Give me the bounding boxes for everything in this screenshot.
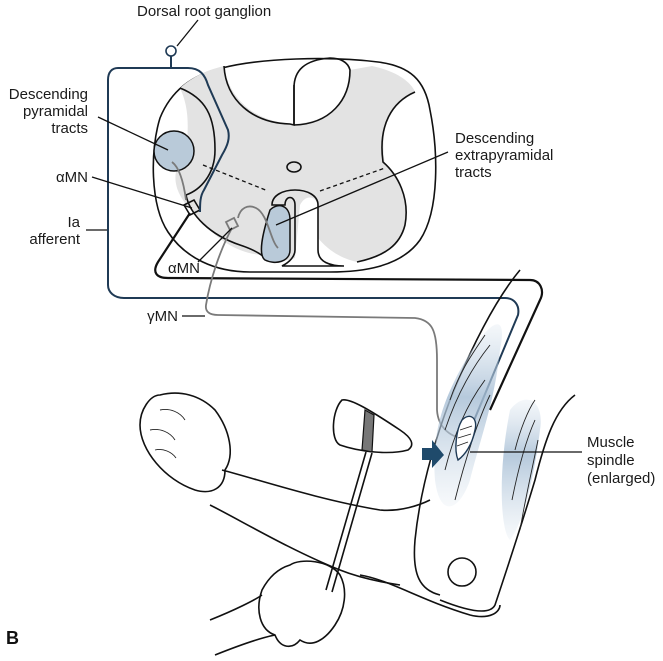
reflex-hammer-head [332, 399, 413, 454]
forearm-bottom [209, 504, 401, 586]
leader-drg [176, 19, 199, 47]
ventral-horn-left [185, 194, 266, 259]
biceps-muscle [434, 324, 502, 507]
hammer-band [361, 409, 375, 453]
lateral-column-right [356, 91, 416, 263]
ia-afferent-pathway [107, 45, 520, 431]
label-muscle-spindle-2: spindle [587, 452, 635, 469]
label-descending-pyramidal-3: tracts [51, 120, 88, 137]
dashed-boundary-left [202, 164, 269, 192]
lateral-column-left [179, 87, 216, 196]
reflex-hammer-handle [325, 451, 373, 593]
label-muscle-spindle-3: (enlarged) [587, 470, 655, 487]
extrapyramidal-tract [260, 204, 291, 263]
examiner-hand [258, 560, 346, 648]
patient-fist [139, 392, 231, 493]
leader-lines [86, 19, 582, 453]
elbow-joint [447, 557, 477, 587]
label-descending-pyramidal-2: pyramidal [23, 103, 88, 120]
examiner-wrist [209, 594, 276, 656]
ventral-median-fissure [271, 189, 345, 267]
pyramidal-fiber [171, 161, 187, 201]
forearm-top [221, 469, 431, 512]
extrapyramidal-fiber [237, 205, 279, 249]
spindle-striations [456, 425, 473, 447]
label-descending-extrapyramidal-3: tracts [455, 164, 492, 181]
alpha-motor-neuron-medial [224, 216, 240, 232]
muscle-spindle [455, 415, 477, 462]
dorsal-root-ganglion-icon [165, 45, 177, 57]
label-descending-pyramidal-1: Descending [9, 86, 88, 103]
label-gamma-mn: γMN [147, 308, 178, 325]
pyramidal-tract [153, 130, 195, 172]
finger-creases [149, 409, 186, 459]
leader-alpha-mn-upper [91, 176, 193, 209]
upper-arm-back [439, 394, 576, 612]
gray-matter [175, 66, 415, 262]
alpha-motor-efferent [154, 212, 544, 411]
leader-pyramidal [97, 116, 169, 151]
panel-label: B [6, 628, 19, 648]
dorsal-column-left [223, 57, 351, 127]
leader-extrapyramidal [275, 151, 449, 226]
label-muscle-spindle-1: Muscle [587, 434, 635, 451]
spinal-cord-section [152, 57, 437, 273]
leader-alpha-mn-lower [197, 227, 233, 263]
tap-arrow-icon [422, 440, 444, 468]
label-ia-afferent-2: afferent [29, 231, 80, 248]
triceps-muscle [501, 399, 541, 540]
label-ia-afferent-1: Ia [67, 214, 80, 231]
ia-afferent-central [118, 67, 230, 213]
ia-afferent-peripheral [107, 67, 520, 431]
label-alpha-mn-lower: αMN [168, 260, 200, 277]
label-alpha-mn-upper: αMN [56, 169, 88, 186]
label-descending-extrapyramidal-2: extrapyramidal [455, 147, 553, 164]
arm-illustration [139, 269, 576, 656]
dashed-boundary-right [319, 167, 386, 192]
spinal-cord-outline [152, 57, 437, 273]
gamma-motor-efferent [205, 227, 471, 440]
central-canal [286, 161, 302, 173]
label-dorsal-root-ganglion: Dorsal root ganglion [137, 3, 271, 20]
label-descending-extrapyramidal-1: Descending [455, 130, 534, 147]
